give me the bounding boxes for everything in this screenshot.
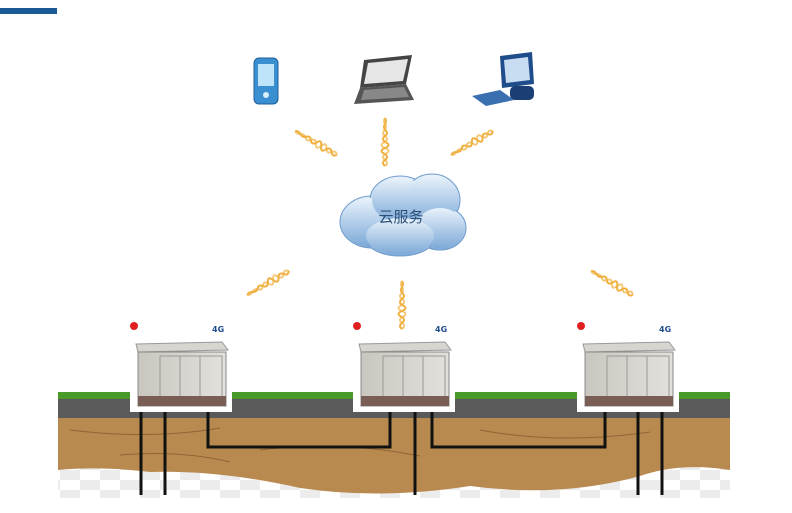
alarm-light-icon (577, 322, 585, 330)
alarm-light-icon (353, 322, 361, 330)
wireless-signal-icon (380, 117, 390, 167)
wireless-signal-icon (397, 280, 407, 330)
4g-badge: 4G (435, 325, 447, 334)
cloud-service: 云服务 (339, 173, 467, 257)
4g-badge: 4G (212, 325, 224, 334)
alarm-light-icon (130, 322, 138, 330)
underground-cables (139, 410, 664, 495)
substation: 4G (577, 322, 679, 412)
laptop-icon (354, 55, 414, 104)
mobile-phone-icon (253, 57, 279, 105)
substation: 4G (130, 322, 232, 412)
wireless-signal-icon (448, 126, 496, 160)
wireless-signal-icon (244, 266, 292, 300)
cloud-service-label: 云服务 (378, 208, 423, 226)
title-accent-bar (0, 8, 57, 14)
desktop-computer-icon (472, 52, 534, 106)
wireless-signal-icon (588, 266, 636, 300)
4g-badge: 4G (659, 325, 671, 334)
wireless-signal-icon (292, 126, 340, 160)
substation: 4G (353, 322, 455, 412)
